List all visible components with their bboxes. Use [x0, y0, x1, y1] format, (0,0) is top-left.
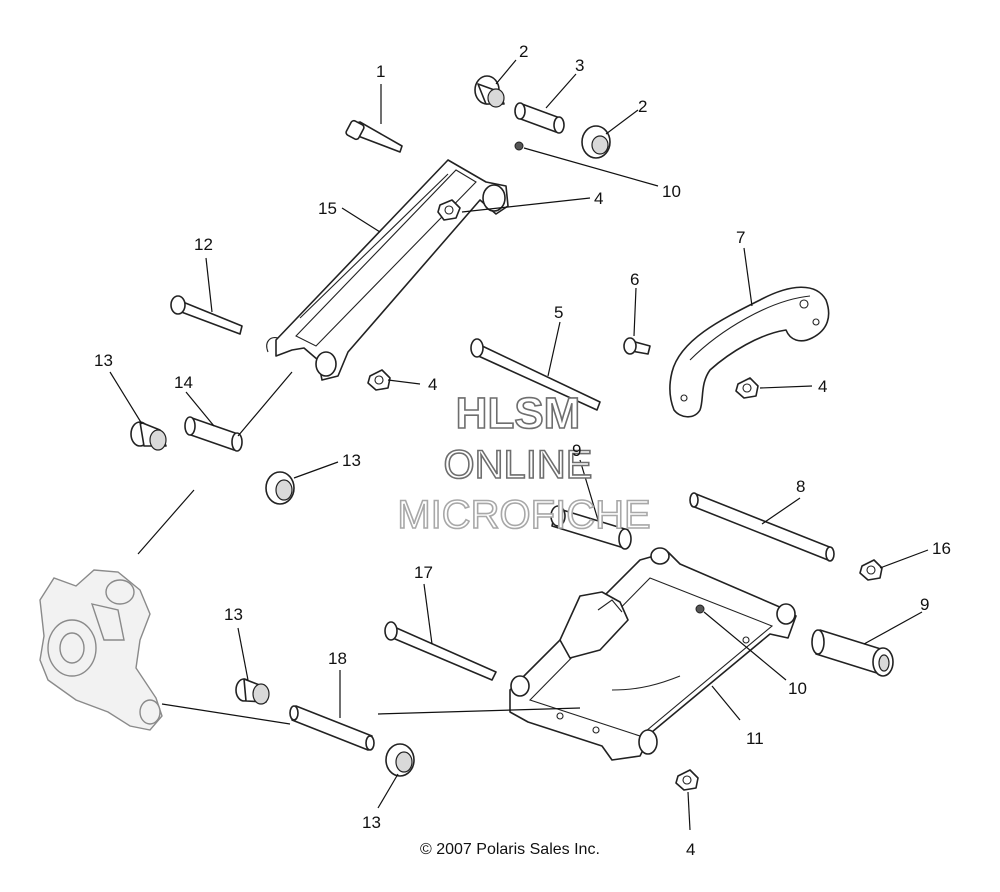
part-bolt-12 — [170, 295, 243, 335]
part-lower-arm-11 — [509, 547, 797, 761]
watermark-line-3: MICROFICHE — [397, 493, 650, 537]
callout-15: 15 — [318, 199, 337, 218]
callout-8: 8 — [796, 477, 805, 496]
callout-9a: 9 — [572, 441, 581, 460]
part-grease-fitting-10a — [514, 141, 524, 151]
callout-12: 12 — [194, 235, 213, 254]
callout-4b: 4 — [428, 375, 437, 394]
callout-7: 7 — [736, 228, 745, 247]
part-bushing-13b — [265, 471, 295, 505]
callout-2a: 2 — [519, 42, 528, 61]
callout-13b: 13 — [342, 451, 361, 470]
assembly-lines — [137, 371, 581, 725]
part-bracket-7 — [669, 286, 830, 418]
part-bushing-2b — [581, 125, 611, 159]
callout-2b: 2 — [638, 97, 647, 116]
callout-13d: 13 — [362, 813, 381, 832]
callout-11: 11 — [746, 729, 764, 748]
part-bolt-6 — [623, 337, 651, 355]
callout-3: 3 — [575, 56, 584, 75]
part-sleeve-14 — [184, 416, 243, 452]
callout-1: 1 — [376, 62, 385, 81]
part-bolt-5 — [470, 338, 601, 411]
part-bolt-1 — [345, 119, 403, 153]
part-grease-fitting-10b — [695, 604, 705, 614]
callout-4c: 4 — [818, 377, 827, 396]
callout-13c: 13 — [224, 605, 243, 624]
callout-14: 14 — [174, 373, 193, 392]
part-nut-16 — [859, 559, 883, 581]
callout-4d: 4 — [686, 840, 695, 859]
watermark-line-1: HLSM — [456, 389, 581, 438]
part-steering-knuckle — [39, 569, 163, 731]
callout-13a: 13 — [94, 351, 113, 370]
callout-4a: 4 — [594, 189, 603, 208]
callout-16: 16 — [932, 539, 951, 558]
callout-10a: 10 — [662, 182, 681, 201]
part-nut-4d — [675, 769, 699, 791]
callout-18: 18 — [328, 649, 347, 668]
part-sleeve-3 — [514, 102, 565, 134]
callout-9b: 9 — [920, 595, 929, 614]
part-bolt-17 — [384, 621, 497, 681]
part-bushing-13c — [235, 678, 270, 705]
part-sleeve-18 — [289, 705, 375, 751]
callout-17: 17 — [414, 563, 433, 582]
watermark-line-2: ONLINE — [444, 443, 593, 487]
part-bushing-2a — [474, 75, 505, 108]
callout-10b: 10 — [788, 679, 807, 698]
part-bushing-13a — [130, 421, 167, 451]
callout-5: 5 — [554, 303, 563, 322]
part-nut-4a — [437, 199, 461, 221]
watermark: HLSM ONLINE MICROFICHE — [397, 388, 652, 538]
part-sleeve-9b — [811, 629, 894, 677]
part-sleeve-9a — [550, 505, 632, 550]
callouts: 1 2 3 2 10 4 15 7 12 6 5 4 4 13 14 13 9 … — [94, 42, 951, 859]
part-bushing-13d — [385, 743, 415, 777]
leader-lines — [109, 59, 929, 831]
part-pin-8 — [689, 492, 835, 562]
part-nut-4c — [735, 377, 759, 399]
copyright-text: © 2007 Polaris Sales Inc. — [420, 841, 600, 858]
callout-6: 6 — [630, 270, 639, 289]
part-nut-4b — [367, 369, 391, 391]
